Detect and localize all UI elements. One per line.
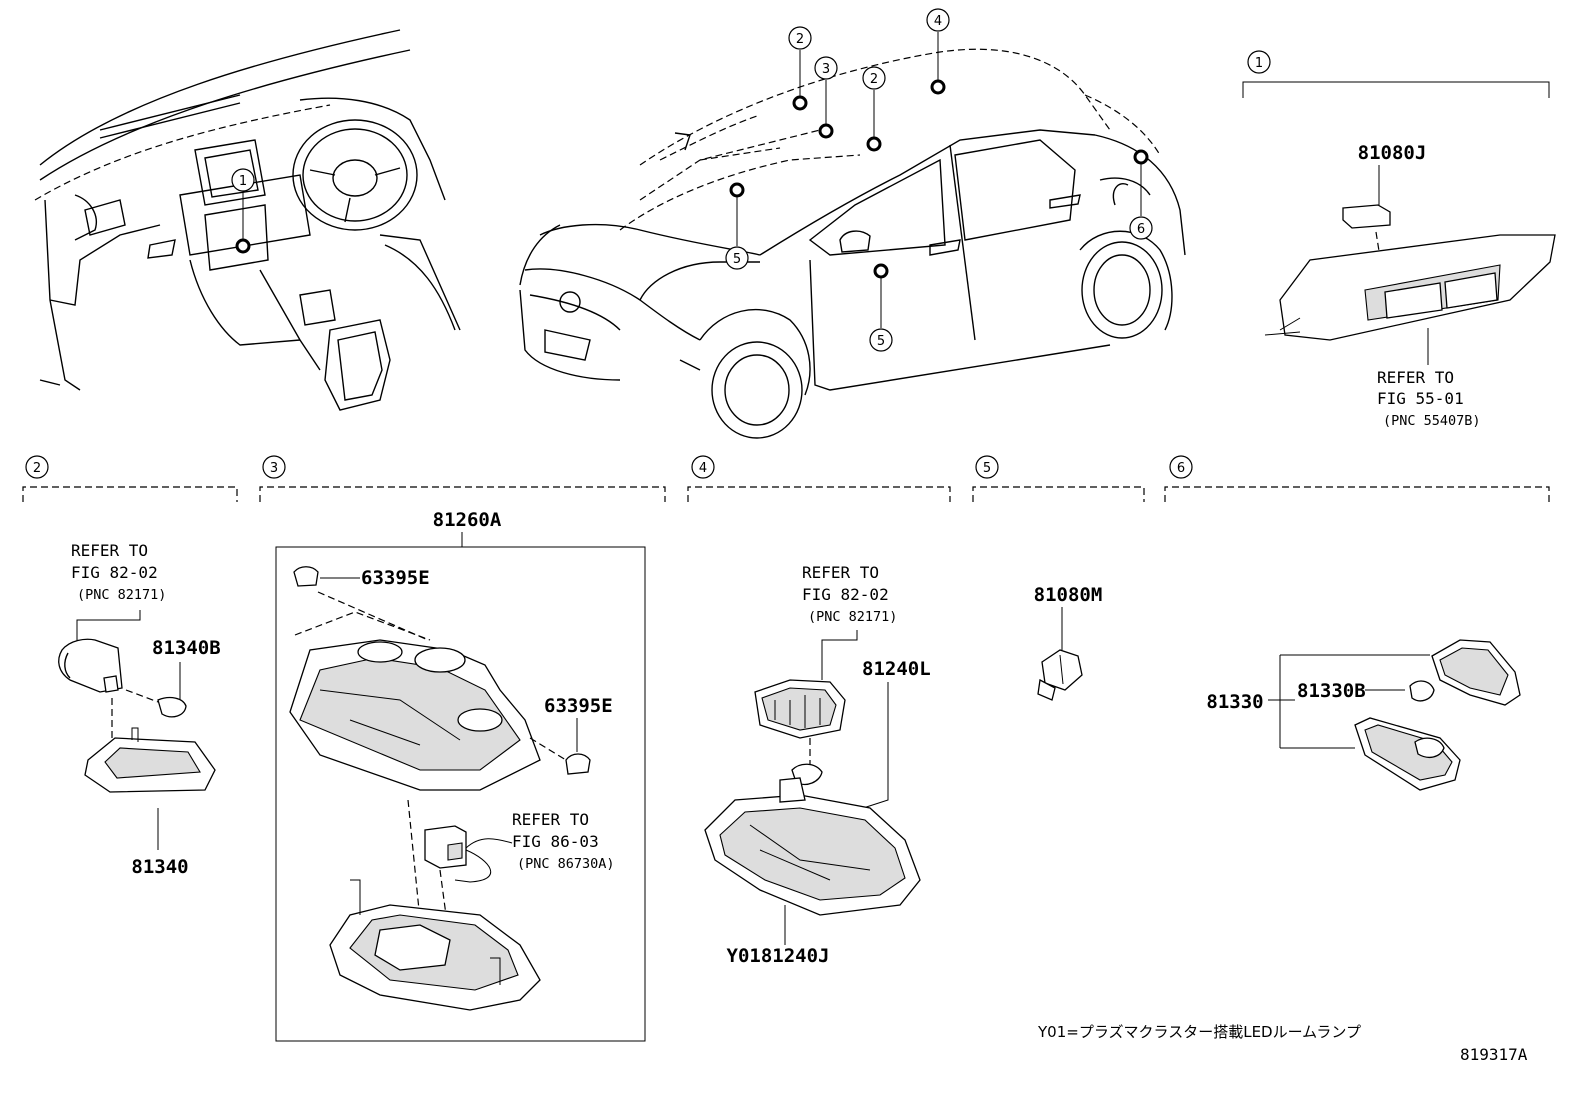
svg-text:81340: 81340 — [131, 856, 188, 878]
callout-5-side-door: 5 — [869, 328, 893, 352]
svg-text:1: 1 — [1255, 56, 1263, 71]
svg-text:5: 5 — [877, 334, 885, 349]
svg-text:(PNC 82171): (PNC 82171) — [808, 609, 897, 625]
callout-4-roof: 4 — [926, 8, 950, 32]
section-3-parts: 81260A 63395E 63395E REFER TO FIG 86-03 … — [275, 509, 646, 1042]
svg-text:(PNC 82171): (PNC 82171) — [77, 587, 166, 603]
svg-text:Y0181240J: Y0181240J — [727, 945, 830, 967]
section-1-header: 1 — [1242, 50, 1550, 98]
svg-text:(PNC 55407B): (PNC 55407B) — [1383, 413, 1481, 429]
svg-text:FIG 86-03: FIG 86-03 — [512, 832, 599, 851]
svg-text:3: 3 — [270, 461, 278, 476]
callout-5-front-door: 5 — [725, 246, 749, 270]
svg-text:63395E: 63395E — [544, 695, 613, 717]
callout-2-roof-rear: 2 — [862, 66, 886, 90]
svg-text:81080M: 81080M — [1034, 584, 1103, 606]
svg-text:4: 4 — [699, 461, 707, 476]
svg-text:63395E: 63395E — [361, 567, 430, 589]
svg-text:REFER TO: REFER TO — [512, 810, 589, 829]
footnote: Y01=プラズマクラスター搭載LEDルームランプ — [1037, 1023, 1361, 1041]
svg-text:81330: 81330 — [1206, 691, 1263, 713]
assembly-box — [275, 546, 646, 1042]
svg-text:4: 4 — [934, 14, 942, 29]
svg-text:2: 2 — [33, 461, 41, 476]
svg-text:6: 6 — [1177, 461, 1185, 476]
section-5-parts: 81080M — [1034, 584, 1103, 701]
svg-text:81080J: 81080J — [1358, 142, 1427, 164]
vehicle-exterior-illustration — [519, 32, 1186, 439]
svg-text:REFER TO: REFER TO — [1377, 368, 1454, 387]
figure-id: 819317A — [1460, 1045, 1528, 1064]
svg-text:FIG 82-02: FIG 82-02 — [802, 585, 889, 604]
section-1-parts: 81080J REFER TO FIG 55-01 (PNC 55407B) — [1264, 142, 1556, 429]
section-2-parts: REFER TO FIG 82-02 (PNC 82171) 81340B 81… — [58, 541, 221, 878]
callout-6-rear: 6 — [1129, 216, 1153, 240]
svg-text:REFER TO: REFER TO — [71, 541, 148, 560]
svg-text:2: 2 — [796, 32, 804, 47]
section-4-parts: REFER TO FIG 82-02 (PNC 82171) 81240L Y0… — [704, 563, 931, 967]
svg-text:FIG 82-02: FIG 82-02 — [71, 563, 158, 582]
svg-text:6: 6 — [1137, 222, 1145, 237]
svg-text:81340B: 81340B — [152, 637, 221, 659]
section-5-header: 5 — [972, 455, 1145, 502]
svg-text:1: 1 — [239, 174, 247, 189]
svg-text:5: 5 — [983, 461, 991, 476]
svg-text:81330B: 81330B — [1297, 680, 1366, 702]
section-3-header: 3 — [259, 455, 666, 502]
interior-dashboard-illustration — [34, 29, 461, 411]
callout-2-roof-front: 2 — [788, 26, 812, 50]
section-6-header: 6 — [1164, 455, 1550, 502]
svg-text:81260A: 81260A — [433, 509, 502, 531]
section-4-header: 4 — [687, 455, 951, 502]
section-6-parts: 81330 81330B — [1206, 639, 1521, 791]
section-2-header: 2 — [22, 455, 238, 502]
svg-text:REFER TO: REFER TO — [802, 563, 879, 582]
svg-text:FIG 55-01: FIG 55-01 — [1377, 389, 1464, 408]
svg-text:2: 2 — [870, 72, 878, 87]
callout-3-roof: 3 — [814, 56, 838, 80]
svg-text:5: 5 — [733, 252, 741, 267]
callout-1-interior: 1 — [231, 168, 255, 192]
svg-text:81240L: 81240L — [862, 658, 931, 680]
svg-text:3: 3 — [822, 62, 830, 77]
svg-text:(PNC 86730A): (PNC 86730A) — [517, 856, 615, 872]
